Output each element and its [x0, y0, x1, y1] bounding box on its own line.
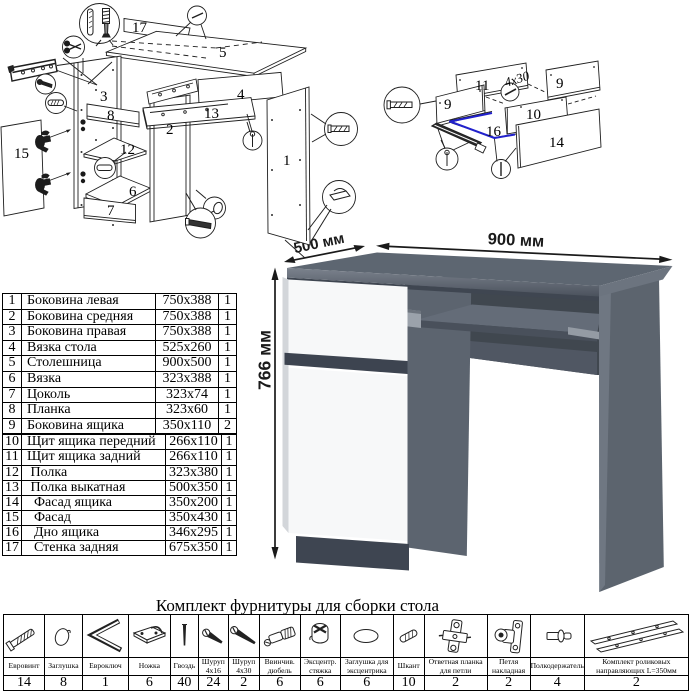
svg-text:13: 13 [204, 106, 219, 122]
svg-text:12: 12 [120, 142, 135, 158]
svg-text:15: 15 [14, 146, 29, 162]
svg-text:3: 3 [100, 89, 108, 105]
svg-text:17: 17 [132, 20, 148, 36]
svg-text:2: 2 [166, 122, 174, 138]
svg-text:9: 9 [556, 76, 564, 92]
svg-text:14: 14 [549, 135, 565, 151]
svg-text:8: 8 [107, 108, 115, 124]
svg-text:11: 11 [475, 78, 489, 94]
svg-text:1: 1 [283, 153, 291, 169]
svg-text:5: 5 [219, 45, 227, 61]
svg-text:9: 9 [444, 97, 452, 113]
svg-text:6: 6 [129, 184, 137, 200]
svg-text:766 мм: 766 мм [255, 330, 275, 390]
svg-text:4: 4 [237, 87, 245, 103]
svg-text:7: 7 [107, 203, 115, 219]
svg-text:900 мм: 900 мм [487, 230, 544, 251]
svg-text:10: 10 [526, 107, 541, 123]
svg-text:16: 16 [486, 124, 502, 140]
